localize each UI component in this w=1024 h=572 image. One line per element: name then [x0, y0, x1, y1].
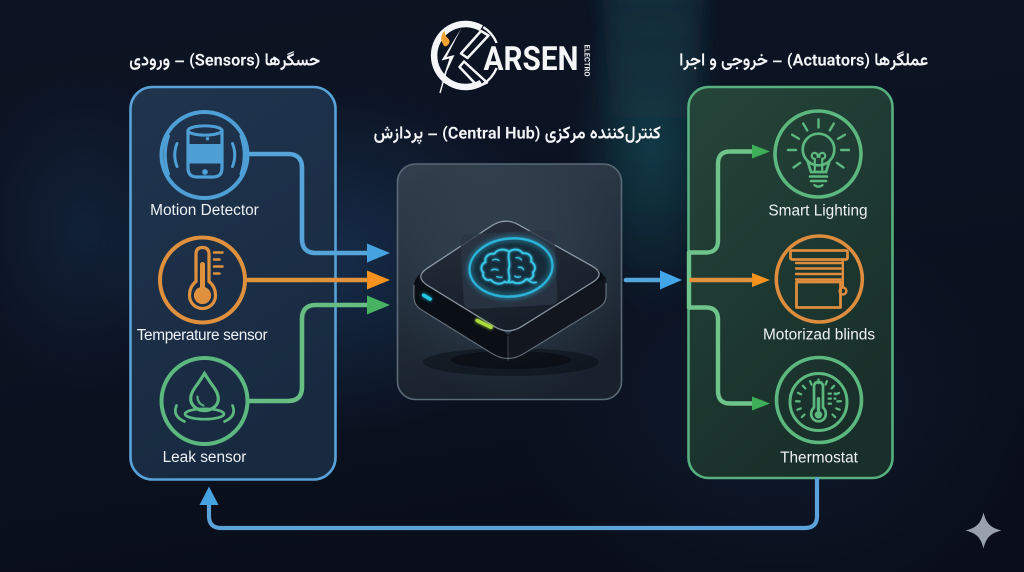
svg-text:Motorizad blinds: Motorizad blinds: [763, 327, 875, 344]
svg-text:Leak sensor: Leak sensor: [163, 449, 247, 466]
svg-text:Thermostat: Thermostat: [780, 450, 859, 467]
svg-text:Smart Lighting: Smart Lighting: [768, 203, 867, 220]
svg-text:Motion Detector: Motion Detector: [150, 202, 259, 219]
svg-text:Temperature sensor: Temperature sensor: [137, 327, 268, 344]
